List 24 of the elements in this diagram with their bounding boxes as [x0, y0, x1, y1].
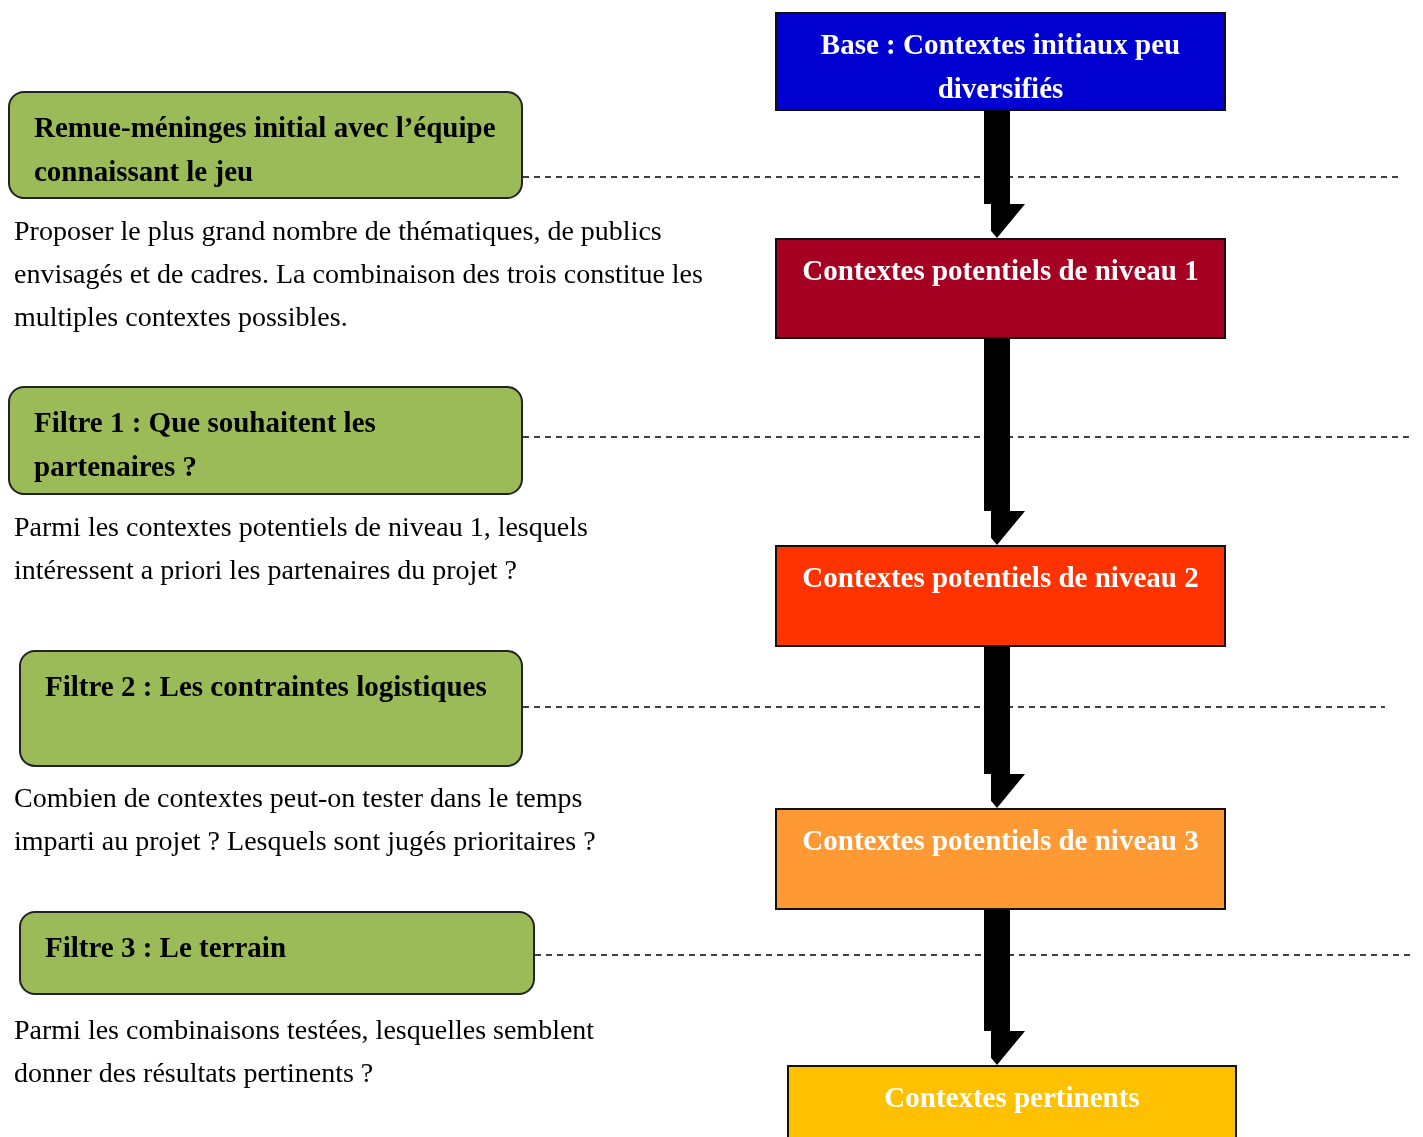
stage-box: [775, 12, 1226, 111]
stage-title: Base : Contextes initiaux peu diversifiés: [819, 27, 1182, 106]
stage-box: [775, 545, 1226, 647]
filter-box: [19, 911, 535, 995]
stage-title: Contextes potentiels de niveau 3: [802, 823, 1199, 858]
filter-box: [8, 386, 523, 495]
stage-title: Contextes potentiels de niveau 1: [802, 253, 1199, 288]
stage-box: [775, 238, 1226, 339]
description-text: Proposer le plus grand nombre de thématiques, de publics envisagés et de cadres. La combinaison des trois constitue les multiples contextes possibles.: [14, 214, 704, 334]
filter-box: [8, 91, 523, 199]
filter-title: Remue-méninges initial avec l’équipe connaissant le jeu: [34, 110, 497, 189]
stage-title: Contextes pertinents: [884, 1080, 1140, 1115]
filter-box: [19, 650, 523, 767]
stage-title: Contextes potentiels de niveau 2: [802, 560, 1199, 595]
description-text: Combien de contextes peut-on tester dans le temps imparti au projet ? Lesquels sont jugés prioritaires ?: [14, 781, 597, 858]
dashed-line: [522, 176, 1401, 178]
filter-title: Filtre 2 : Les contraintes logistiques: [45, 669, 488, 704]
stage-box: [775, 808, 1226, 910]
stage-box: [787, 1065, 1237, 1137]
filter-title: Filtre 3 : Le terrain: [45, 930, 288, 965]
description-text: Parmi les contextes potentiels de niveau 1, lesquels intéressent a priori les partenaires du projet ?: [14, 510, 589, 587]
filter-title: Filtre 1 : Que souhaitent les partenaires ?: [34, 405, 377, 484]
description-text: Parmi les combinaisons testées, lesquelles semblent donner des résultats pertinents ?: [14, 1013, 596, 1090]
dashed-line: [522, 706, 1386, 708]
